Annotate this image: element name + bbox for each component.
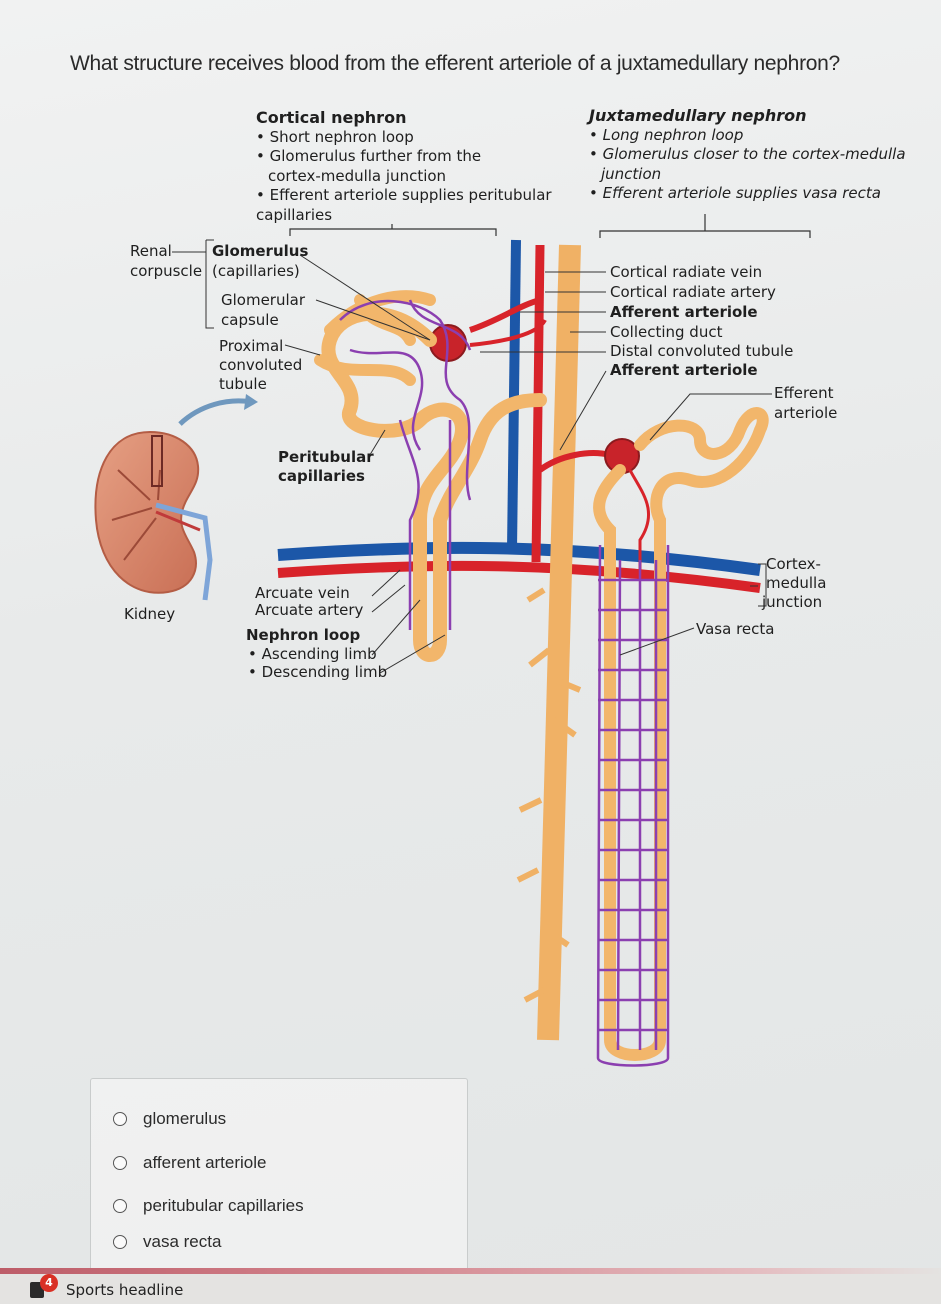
label-tubule: tubule [219, 375, 267, 393]
taskbar: 4 Sports headline [0, 1268, 941, 1304]
label-peritubular: Peritubular [278, 448, 374, 466]
label-arcuate-vein: Arcuate vein [255, 584, 350, 602]
news-widget[interactable]: Sports headline [66, 1281, 184, 1299]
label-cortical-radiate-vein: Cortical radiate vein [610, 263, 763, 281]
radio-button[interactable] [113, 1156, 127, 1170]
radio-button[interactable] [113, 1235, 127, 1249]
option-glomerulus[interactable]: glomerulus [113, 1105, 226, 1133]
label-medulla: medulla [766, 574, 827, 592]
option-vasa-recta[interactable]: vasa recta [113, 1228, 221, 1256]
label-corpuscle: corpuscle [130, 262, 203, 280]
cortical-nephron-heading: Cortical nephron Short nephron loop Glom… [256, 108, 552, 225]
label-peritubular-capillaries: capillaries [278, 467, 365, 485]
label-capillaries: (capillaries) [212, 262, 300, 280]
label-collecting-duct: Collecting duct [610, 323, 723, 341]
label-glomerulus: Glomerulus [212, 242, 309, 260]
label-junction: junction [762, 593, 823, 611]
label-afferent-arteriole-jm: Afferent arteriole [610, 361, 758, 379]
label-convoluted: convoluted [219, 356, 303, 374]
label-cortex: Cortex- [766, 555, 821, 573]
label-cortical-radiate-artery: Cortical radiate artery [610, 283, 776, 301]
label-efferent-arteriole: arteriole [774, 404, 838, 422]
label-efferent: Efferent [774, 384, 834, 402]
label-descending-limb: • Descending limb [248, 663, 388, 681]
nephron-illustration [94, 214, 811, 1067]
label-glomerular: Glomerular [221, 291, 306, 309]
label-ascending-limb: • Ascending limb [248, 645, 377, 663]
label-nephron-loop: Nephron loop [246, 626, 361, 644]
radio-button[interactable] [113, 1112, 127, 1126]
label-arcuate-artery: Arcuate artery [255, 601, 364, 619]
juxtamedullary-heading: Juxtamedullary nephron Long nephron loop… [589, 106, 906, 204]
label-vasa-recta: Vasa recta [696, 620, 775, 638]
label-proximal: Proximal [219, 337, 284, 355]
option-afferent-arteriole[interactable]: afferent arteriole [113, 1149, 266, 1177]
option-peritubular-capillaries[interactable]: peritubular capillaries [113, 1192, 304, 1220]
notification-badge: 4 [40, 1274, 58, 1292]
answer-options: glomerulus afferent arteriole peritubula… [90, 1078, 468, 1290]
radio-button[interactable] [113, 1199, 127, 1213]
kidney-icon [94, 430, 213, 601]
label-kidney: Kidney [124, 605, 176, 623]
label-distal-convoluted-tubule: Distal convoluted tubule [610, 342, 794, 360]
nephron-figure: Cortical nephron Short nephron loop Glom… [0, 90, 941, 1090]
label-capsule: capsule [221, 311, 279, 329]
question-text: What structure receives blood from the e… [70, 52, 840, 75]
label-afferent-arteriole-cortical: Afferent arteriole [610, 303, 758, 321]
label-renal: Renal [130, 242, 172, 260]
